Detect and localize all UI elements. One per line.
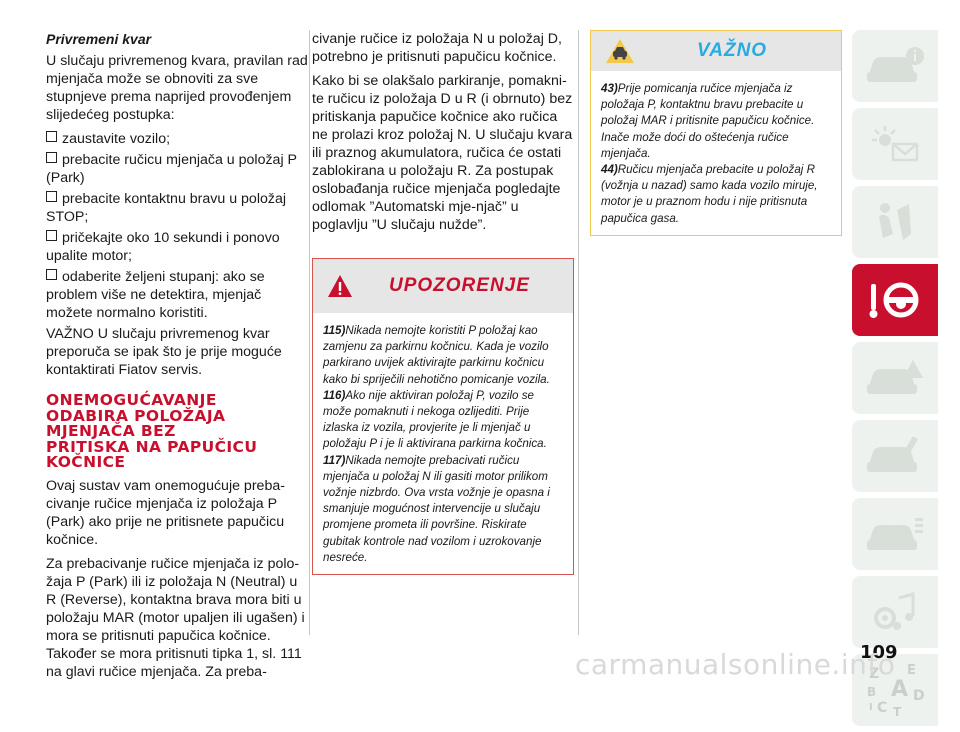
index-letter: D — [913, 688, 925, 704]
important-item: 44)Ručicu mjenjača prebacite u položaj R… — [601, 163, 818, 225]
checkbox-bullet-icon — [46, 131, 57, 142]
tab-car-info[interactable] — [852, 30, 938, 102]
warning-item: 115)Nikada nemojte koristiti P položaj k… — [323, 324, 550, 386]
important-note: VAŽNO U slučaju privremenog kvar preporu… — [46, 326, 282, 378]
car-info-icon — [867, 47, 924, 82]
column-divider — [309, 30, 310, 635]
list-item: zaustavite vozilo; — [46, 130, 308, 148]
checkbox-bullet-icon — [46, 230, 57, 241]
index-letter: T — [893, 705, 902, 718]
airbag-seat-icon — [879, 203, 911, 240]
index-letter: E — [907, 663, 916, 678]
important-body: 43)Prije pomicanja ručice mjenjača iz po… — [591, 71, 841, 235]
warning-item: 117)Nikada nemojte prebacivati ručicu mj… — [323, 453, 550, 564]
checkbox-bullet-icon — [46, 269, 57, 280]
car-warning-icon — [867, 360, 923, 394]
chapter-tabs: Z E B A C T D I — [852, 30, 938, 732]
dashboard-lights-icon — [872, 126, 919, 162]
important-box: VAŽNO 43)Prije pomicanja ručice mjenjača… — [590, 30, 842, 236]
tab-car-maintenance[interactable] — [852, 420, 938, 492]
car-caution-icon — [606, 39, 634, 63]
page-number: 109 — [860, 642, 898, 663]
warning-body: 115)Nikada nemojte koristiti P položaj k… — [313, 313, 573, 574]
tab-car-specs[interactable] — [852, 498, 938, 570]
tab-airbag-seat[interactable] — [852, 186, 938, 258]
warning-title: UPOZORENJE — [389, 275, 530, 296]
tab-multimedia[interactable] — [852, 576, 938, 648]
list-item: pričekajte oko 10 sekundi i ponovo upali… — [46, 230, 280, 264]
list-item: prebacite ručicu mjenjača u položaj P (P… — [46, 152, 297, 186]
tab-dashboard-lights[interactable] — [852, 108, 938, 180]
important-title: VAŽNO — [697, 40, 768, 61]
index-letter: B — [867, 685, 876, 699]
car-specs-icon — [867, 518, 923, 550]
body-paragraph: Kako bi se olakšalo parkiranje, pomakni-… — [312, 73, 573, 233]
index-letter: C — [877, 700, 887, 716]
warning-triangle-icon — [328, 275, 352, 297]
column-1: Privremeni kvar U slučaju privremenog kv… — [46, 30, 308, 687]
index-letter: I — [869, 702, 873, 713]
column-3: VAŽNO 43)Prije pomicanja ručice mjenjača… — [590, 30, 842, 236]
checkbox-bullet-icon — [46, 191, 57, 202]
car-maintenance-icon — [867, 436, 918, 472]
important-header: VAŽNO — [591, 31, 841, 71]
column-2: civanje ručice iz položaja N u položaj D… — [312, 30, 574, 576]
body-paragraph: Ovaj sustav vam onemogućuje preba-civanj… — [46, 477, 285, 548]
body-paragraph: Za prebacivanje ručice mjenjača iz polo-… — [46, 555, 305, 680]
list-item: prebacite kontaktnu bravu u položaj STOP… — [46, 191, 286, 225]
warning-box: UPOZORENJE 115)Nikada nemojte koristiti … — [312, 258, 574, 576]
tab-steering-key[interactable] — [852, 264, 938, 336]
multimedia-icon — [874, 592, 915, 630]
warning-item: 116)Ako nije aktiviran položaj P, vozilo… — [323, 388, 547, 451]
important-item: 43)Prije pomicanja ručice mjenjača iz po… — [601, 82, 815, 160]
index-letter: Z — [869, 666, 879, 682]
steering-key-icon — [869, 282, 919, 318]
body-paragraph: civanje ručice iz položaja N u položaj D… — [312, 31, 562, 65]
section-heading: ONEMOGUĆAVANJE ODABIRA POLOŽAJA MJENJAČA… — [46, 391, 258, 471]
intro-paragraph: U slučaju privremenog kvara, pravilan ra… — [46, 53, 308, 123]
column-divider — [578, 30, 579, 635]
subheading-temporary-fault: Privremeni kvar — [46, 31, 152, 47]
checkbox-bullet-icon — [46, 152, 57, 163]
steps-list: zaustavite vozilo; prebacite ručicu mjen… — [46, 130, 308, 322]
list-item: odaberite željeni stupanj: ako se proble… — [46, 269, 265, 321]
warning-header: UPOZORENJE — [313, 259, 573, 313]
watermark: carmanualsonline.info — [575, 648, 896, 681]
tab-car-warning[interactable] — [852, 342, 938, 414]
